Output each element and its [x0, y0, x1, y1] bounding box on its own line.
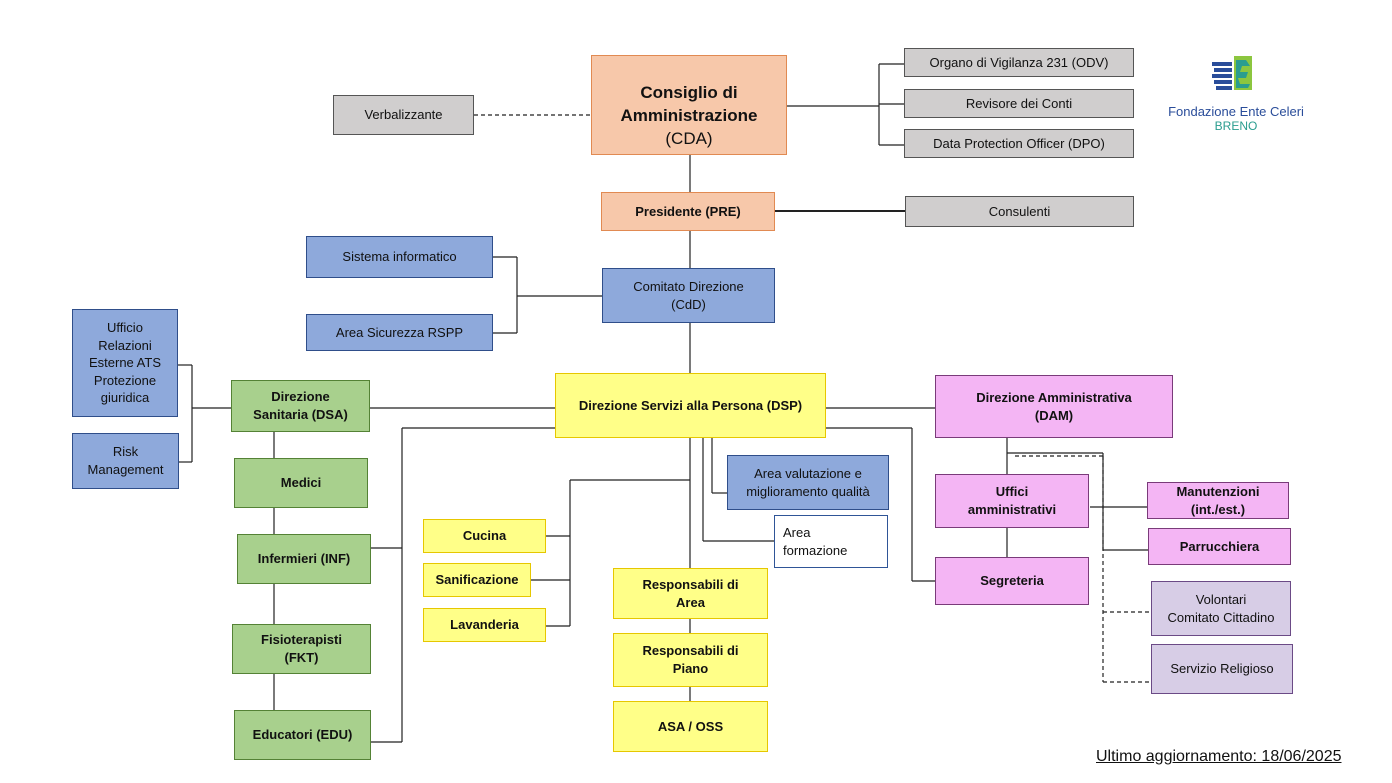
area-formazione-label: Area formazione [783, 524, 848, 558]
risk-label: Risk Management [87, 444, 164, 477]
lavanderia-box: Lavanderia [423, 608, 546, 642]
educatori-box: Educatori (EDU) [234, 710, 371, 760]
verbalizzante-label: Verbalizzante [364, 107, 443, 123]
asa-oss-box: ASA / OSS [613, 701, 768, 752]
infermieri-box: Infermieri (INF) [237, 534, 371, 584]
uffici-amm-label: Uffici amministrativi [967, 484, 1057, 517]
cucina-label: Cucina [462, 528, 507, 544]
lavanderia-label: Lavanderia [450, 617, 519, 633]
odv-box: Organo di Vigilanza 231 (ODV) [904, 48, 1134, 77]
sistema-informatico-box: Sistema informatico [306, 236, 493, 278]
fisioterapisti-label: Fisioterapisti (FKT) [261, 632, 342, 665]
segreteria-label: Segreteria [980, 573, 1044, 589]
dsp-label: Direzione Servizi alla Persona (DSP) [578, 397, 803, 413]
sanificazione-box: Sanificazione [423, 563, 531, 597]
parrucchiera-box: Parrucchiera [1148, 528, 1291, 565]
dpo-box: Data Protection Officer (DPO) [904, 129, 1134, 158]
sanificazione-label: Sanificazione [435, 572, 519, 588]
area-valutazione-box: Area valutazione e miglioramento qualità [727, 455, 889, 510]
fondazione-logo-icon [1212, 56, 1252, 90]
consulenti-box: Consulenti [905, 196, 1134, 227]
fisioterapisti-box: Fisioterapisti (FKT) [232, 624, 371, 674]
parrucchiera-label: Parrucchiera [1179, 538, 1260, 554]
urp-label: Ufficio Relazioni Esterne ATS Protezione… [88, 320, 161, 406]
consulenti-label: Consulenti [988, 203, 1051, 219]
volontari-box: Volontari Comitato Cittadino [1151, 581, 1291, 636]
dam-label: Direzione Amministrativa (DAM) [976, 389, 1132, 423]
infermieri-label: Infermieri (INF) [257, 551, 351, 567]
volontari-label: Volontari Comitato Cittadino [1167, 591, 1275, 625]
area-formazione-box: Area formazione [774, 515, 888, 568]
resp-area-label: Responsabili di Area [642, 576, 739, 610]
comitato-label: Comitato Direzione (CdD) [633, 278, 744, 312]
dpo-label: Data Protection Officer (DPO) [933, 135, 1105, 151]
dsa-label: Direzione Sanitaria (DSA) [253, 389, 348, 422]
resp-piano-label: Responsabili di Piano [642, 643, 739, 676]
area-valutazione-label: Area valutazione e miglioramento qualità [746, 465, 870, 499]
risk-box: Risk Management [72, 433, 179, 489]
comitato-box: Comitato Direzione (CdD) [602, 268, 775, 323]
area-sicurezza-box: Area Sicurezza RSPP [306, 314, 493, 351]
servizio-religioso-label: Servizio Religioso [1170, 661, 1274, 677]
logo-name: Fondazione Ente Celeri [1168, 104, 1304, 119]
presidente-box: Presidente (PRE) [601, 192, 775, 231]
manutenzioni-label: Manutenzioni (int./est.) [1176, 483, 1260, 517]
area-sicurezza-label: Area Sicurezza RSPP [335, 324, 464, 340]
medici-box: Medici [234, 458, 368, 508]
resp-piano-box: Responsabili di Piano [613, 633, 768, 687]
educatori-label: Educatori (EDU) [252, 727, 353, 743]
segreteria-box: Segreteria [935, 557, 1089, 605]
logo-sub: BRENO [1214, 119, 1258, 133]
resp-area-box: Responsabili di Area [613, 568, 768, 619]
cda-box: Consiglio di Amministrazione (CDA) [591, 55, 787, 155]
dam-box: Direzione Amministrativa (DAM) [935, 375, 1173, 438]
odv-label: Organo di Vigilanza 231 (ODV) [929, 54, 1109, 70]
presidente-label: Presidente (PRE) [635, 203, 741, 219]
uffici-amm-box: Uffici amministrativi [935, 474, 1089, 528]
manutenzioni-box: Manutenzioni (int./est.) [1147, 482, 1289, 519]
urp-box: Ufficio Relazioni Esterne ATS Protezione… [72, 309, 178, 417]
sistema-informatico-label: Sistema informatico [342, 249, 457, 265]
verbalizzante-box: Verbalizzante [333, 95, 474, 135]
medici-label: Medici [280, 475, 322, 491]
dsp-box: Direzione Servizi alla Persona (DSP) [555, 373, 826, 438]
last-update-footer: Ultimo aggiornamento: 18/06/2025 [1096, 748, 1342, 765]
cucina-box: Cucina [423, 519, 546, 553]
cda-abbr: (CDA) [665, 128, 713, 148]
dsa-box: Direzione Sanitaria (DSA) [231, 380, 370, 432]
cda-label: Consiglio di Amministrazione [620, 83, 758, 125]
revisore-label: Revisore dei Conti [965, 95, 1073, 111]
revisore-box: Revisore dei Conti [904, 89, 1134, 118]
servizio-religioso-box: Servizio Religioso [1151, 644, 1293, 694]
asa-oss-label: ASA / OSS [657, 718, 724, 734]
